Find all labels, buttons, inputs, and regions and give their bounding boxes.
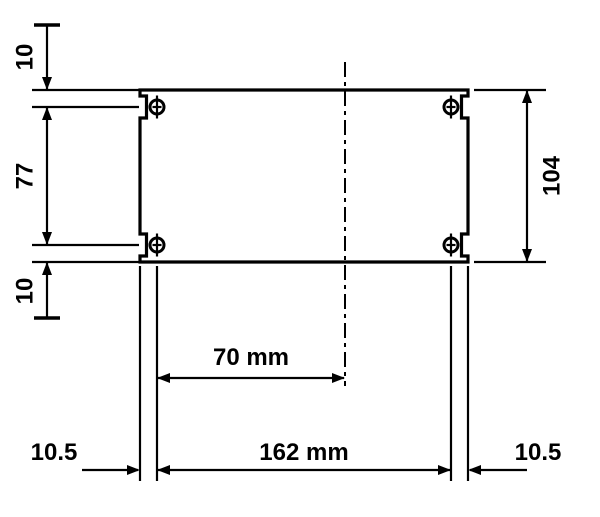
arrowhead-up-bottom-offset	[42, 262, 52, 275]
dim-label-hole-row-spacing: 77	[12, 163, 39, 190]
arrowhead-down-top-offset	[42, 77, 52, 90]
arrowhead-right-center-offset	[332, 373, 345, 383]
dim-label-bottom-left-offset: 10.5	[31, 439, 78, 466]
arrowhead-right-hole-column-spacing	[438, 465, 451, 475]
plate-outline	[138, 88, 470, 264]
arrowhead-left-center-offset	[157, 373, 170, 383]
arrowhead-up-overall-height	[522, 90, 532, 103]
arrowhead-left-hole-column-spacing	[157, 465, 170, 475]
dim-label-center-offset: 70 mm	[213, 344, 289, 371]
dim-label-bottom-right-offset: 10.5	[515, 439, 562, 466]
arrowhead-down-overall-height	[522, 249, 532, 262]
dim-label-left-bottom-offset: 10	[12, 278, 39, 305]
arrowhead-bottom-right-offset	[468, 465, 481, 475]
right-dimension	[474, 88, 546, 264]
mounting-hole-bottom-right	[442, 233, 460, 257]
bottom-dimensions	[82, 266, 527, 481]
mounting-hole-top-right	[442, 95, 460, 119]
arrowhead-bottom-left-offset	[127, 465, 140, 475]
mounting-holes	[148, 95, 460, 257]
dim-label-hole-column-spacing: 162 mm	[259, 439, 348, 466]
dim-label-left-top-offset: 10	[12, 44, 39, 71]
left-dimensions	[32, 23, 139, 320]
arrowhead-down-hole-spacing	[42, 232, 52, 245]
dim-label-overall-height: 104	[539, 155, 566, 196]
mounting-hole-top-left	[148, 95, 166, 119]
plate-outline-path	[138, 88, 470, 264]
mounting-hole-bottom-left	[148, 233, 166, 257]
arrowhead-up-hole-spacing	[42, 107, 52, 120]
